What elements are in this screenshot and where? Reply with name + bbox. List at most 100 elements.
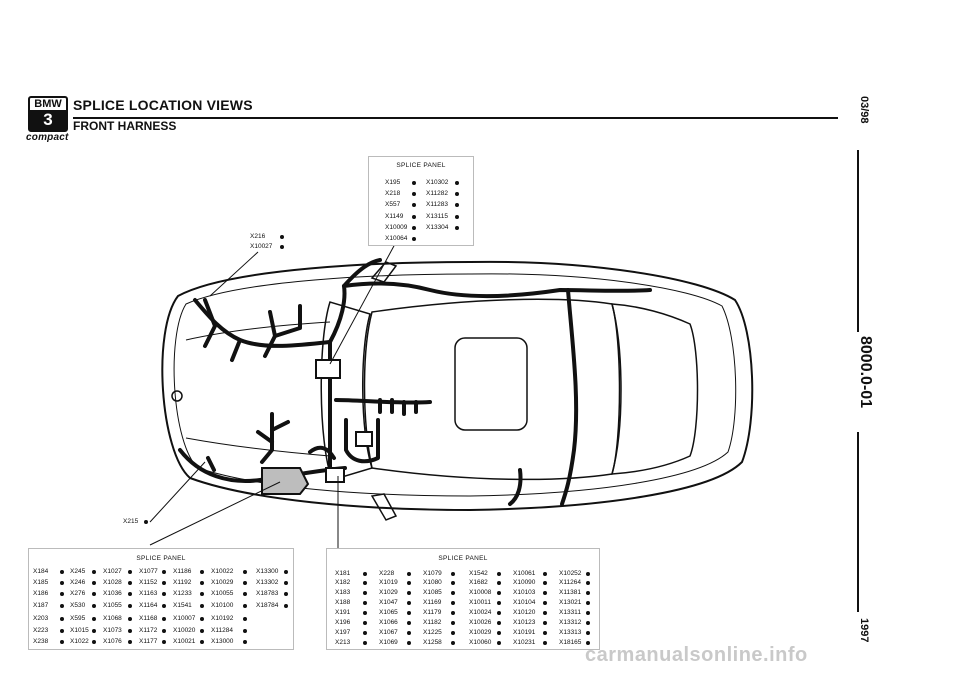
splice-dot [128, 617, 132, 621]
splice-dot [60, 629, 64, 633]
splice-label: X246 [70, 579, 86, 586]
splice-dot [200, 581, 204, 585]
splice-label: X203 [33, 615, 49, 622]
splice-label: X13115 [426, 213, 448, 220]
splice-dot [363, 601, 367, 605]
splice-dot [407, 631, 411, 635]
splice-label: X10100 [211, 602, 234, 609]
logo-number: 3 [30, 110, 66, 130]
splice-label: X1029 [379, 589, 398, 596]
splice-label: X13312 [559, 619, 582, 626]
splice-dot [363, 591, 367, 595]
splice-label: X13021 [559, 599, 582, 606]
splice-label: X186 [33, 590, 49, 597]
splice-label: X188 [335, 599, 351, 606]
splice-label: X10123 [513, 619, 536, 626]
splice-dot [60, 581, 64, 585]
splice-label: X195 [385, 179, 401, 186]
sunroof [454, 337, 528, 431]
splice-dot [243, 604, 247, 608]
splice-dot [284, 570, 288, 574]
watermark: carmanualsonline.info [585, 644, 808, 666]
splice-label: X1079 [423, 570, 442, 577]
splice-label: X1164 [139, 602, 158, 609]
splice-connector-lower [325, 467, 345, 483]
splice-dot [363, 581, 367, 585]
splice-dot [497, 611, 501, 615]
splice-label: X184 [33, 568, 49, 575]
splice-dot [60, 592, 64, 596]
splice-label: X13313 [559, 629, 582, 636]
splice-dot [412, 226, 416, 230]
splice-label: X13000 [211, 638, 234, 645]
panel-title: SPLICE PANEL [438, 555, 488, 562]
splice-dot [497, 572, 501, 576]
splice-label: X1149 [385, 213, 404, 220]
splice-dot [162, 604, 166, 608]
side-divider-bottom [857, 432, 859, 612]
splice-label: X238 [33, 638, 49, 645]
side-divider-top [857, 150, 859, 332]
splice-dot [363, 631, 367, 635]
splice-dot [407, 581, 411, 585]
splice-label: X1076 [103, 638, 122, 645]
title-rule [73, 117, 838, 119]
splice-label: X1065 [379, 609, 398, 616]
splice-label: X10022 [211, 568, 234, 575]
splice-label: X1172 [139, 627, 158, 634]
splice-dot [586, 581, 590, 585]
splice-dot [455, 192, 459, 196]
splice-label: X11283 [426, 201, 448, 208]
splice-dot [200, 617, 204, 621]
callout-label: X216 [250, 233, 266, 240]
splice-dot [586, 591, 590, 595]
splice-dot [543, 601, 547, 605]
splice-dot [60, 604, 64, 608]
splice-dot [497, 601, 501, 605]
splice-dot [284, 581, 288, 585]
splice-dot [280, 235, 284, 239]
splice-label: X1225 [423, 629, 442, 636]
rear-window [610, 303, 699, 475]
splice-label: X530 [70, 602, 86, 609]
splice-label: X10103 [513, 589, 536, 596]
splice-label: X18784 [256, 602, 279, 609]
panel-title: SPLICE PANEL [396, 162, 446, 169]
splice-label: X1073 [103, 627, 122, 634]
splice-label: X1682 [469, 579, 488, 586]
splice-label: X1027 [103, 568, 122, 575]
splice-label: X10252 [559, 570, 582, 577]
splice-dot [284, 604, 288, 608]
splice-label: X13302 [256, 579, 279, 586]
splice-label: X557 [385, 201, 401, 208]
splice-label: X10024 [469, 609, 492, 616]
splice-dot [497, 631, 501, 635]
splice-label: X187 [33, 602, 49, 609]
splice-label: X11264 [559, 579, 581, 586]
splice-dot [92, 617, 96, 621]
splice-connector-center [355, 431, 373, 447]
splice-dot [363, 572, 367, 576]
splice-label: X11282 [426, 190, 448, 197]
splice-label: X218 [385, 190, 401, 197]
splice-dot [243, 640, 247, 644]
splice-label: X11381 [559, 589, 581, 596]
splice-label: X1233 [173, 590, 192, 597]
splice-dot [128, 581, 132, 585]
splice-dot [497, 621, 501, 625]
splice-dot [407, 591, 411, 595]
splice-label: X1163 [139, 590, 158, 597]
splice-dot [162, 629, 166, 633]
splice-label: X10191 [513, 629, 536, 636]
splice-label: X10104 [513, 599, 536, 606]
splice-label: X10120 [513, 609, 536, 616]
splice-label: X10020 [173, 627, 196, 634]
splice-dot [586, 572, 590, 576]
splice-label: X10231 [513, 639, 536, 646]
splice-dot [162, 581, 166, 585]
splice-label: X10061 [513, 570, 536, 577]
splice-dot [128, 629, 132, 633]
splice-dot [92, 640, 96, 644]
splice-dot [60, 617, 64, 621]
